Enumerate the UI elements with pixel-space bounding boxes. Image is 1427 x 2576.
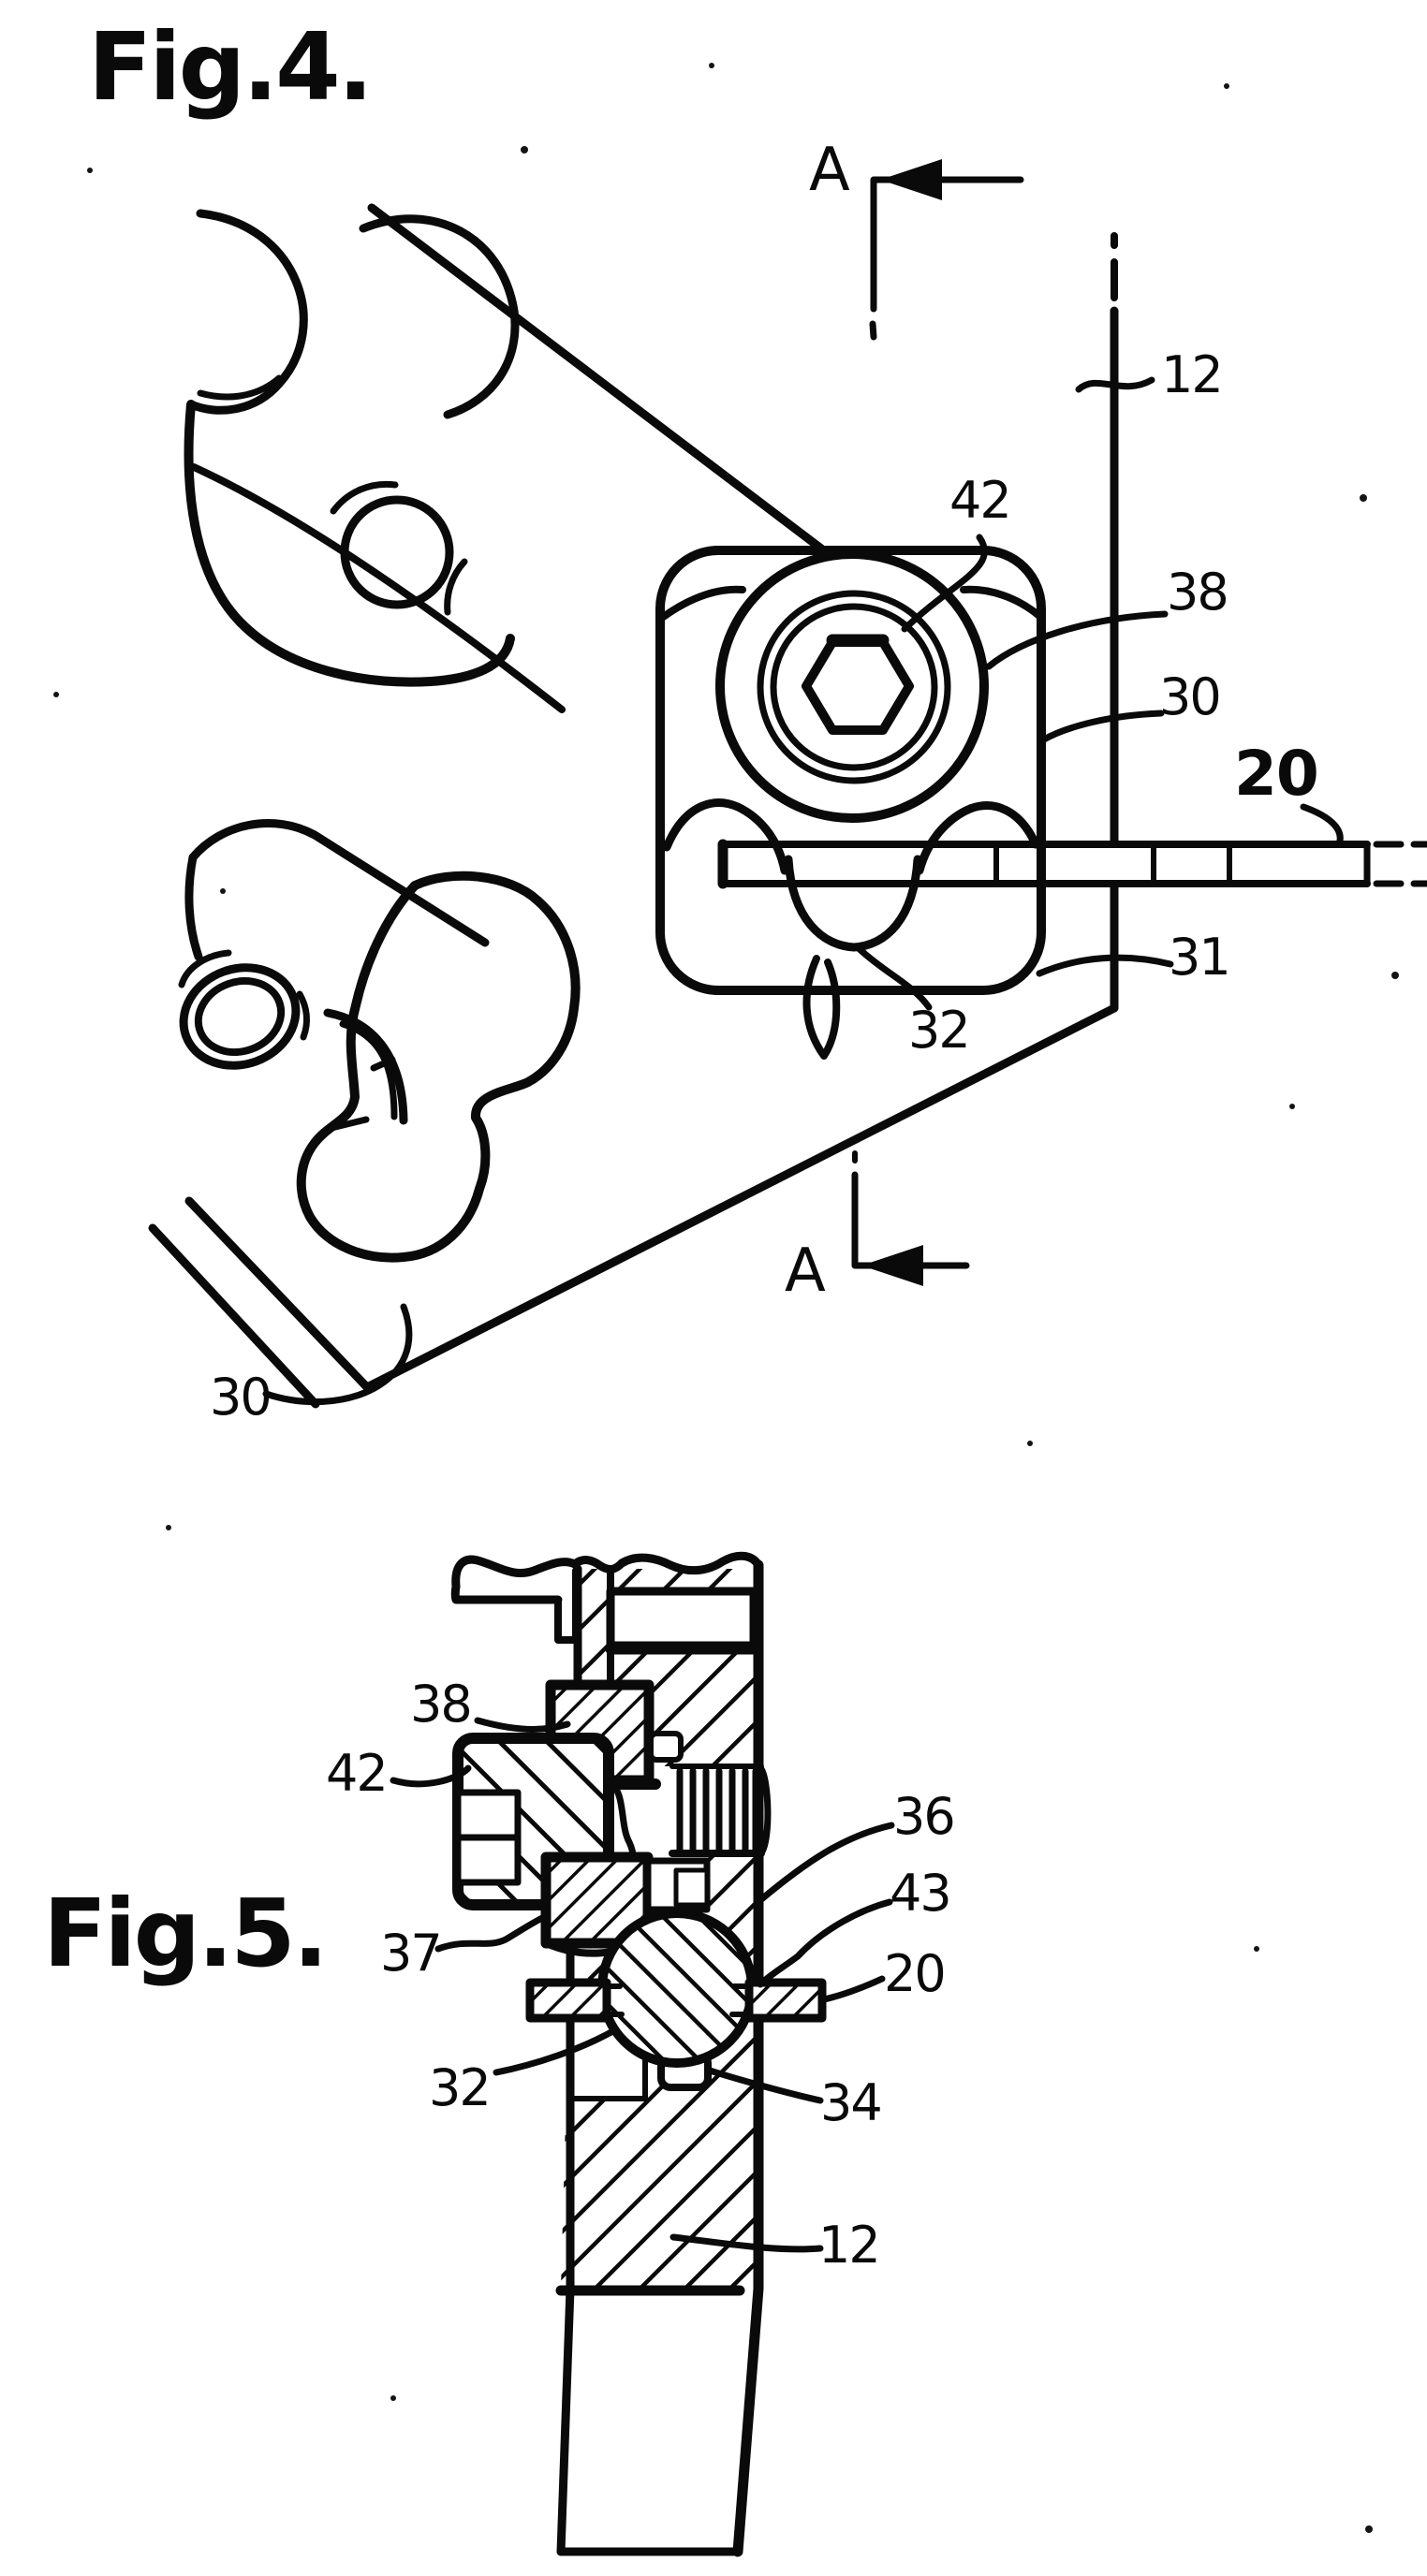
figure5-ref-34: 34 [820, 2073, 883, 2132]
plate-edge [148, 232, 1119, 1409]
figure5-ref-36: 36 [893, 1787, 956, 1846]
figure5-ref-42: 42 [326, 1744, 389, 1803]
clamp-bowtie [296, 871, 581, 1263]
figure5-leaders [390, 1717, 895, 2253]
figure4-leaders [262, 376, 1344, 1406]
holder-pocket [606, 1587, 758, 1650]
figure4-ref-31: 31 [1169, 928, 1231, 987]
bar-tabs [525, 1978, 827, 2023]
upper-pocket-block [184, 203, 826, 713]
figure4-ref-12: 12 [1161, 345, 1224, 404]
washer-circle [715, 549, 989, 823]
paper-noise [53, 63, 1399, 2533]
threaded-shank [669, 1764, 772, 1857]
figure4-drawing [148, 159, 1427, 1409]
figure4-ref-32: 32 [908, 1001, 971, 1060]
arrowhead-left-icon [880, 159, 942, 200]
lower-pocket-block [178, 819, 581, 1263]
hex-socket [802, 637, 914, 735]
figure4-ref-38: 38 [1167, 563, 1229, 622]
figure5-ref-38: 38 [410, 1675, 473, 1734]
figure5-ref-32: 32 [429, 2058, 492, 2117]
bar-20 [717, 839, 1427, 889]
figure4-title: Fig.4. [88, 12, 374, 122]
figure4-section-label-bottom: A [785, 1237, 826, 1306]
figure4-ref-42: 42 [949, 471, 1012, 530]
section-arrow-bottom [851, 1150, 970, 1286]
figure5-drawing [390, 1551, 895, 2557]
oval-hole [179, 963, 301, 1070]
figure5-ref-12: 12 [818, 2216, 881, 2275]
figure5-ref-43: 43 [890, 1864, 952, 1923]
figure4-ref-30-lower: 30 [210, 1368, 272, 1427]
figure5-ref-20: 20 [884, 1944, 947, 2003]
figure4-section-label-top: A [809, 136, 850, 205]
figure4-ref-30-upper: 30 [1159, 667, 1222, 726]
section-arrow-top [869, 159, 1024, 341]
ball-section [597, 1909, 757, 2068]
figure4-ref-20: 20 [1234, 738, 1319, 810]
clamp-block [655, 546, 1046, 1060]
figure5-title: Fig.5. [43, 1879, 329, 1988]
bolt-head-circle [757, 590, 951, 784]
arrowhead-left-icon [861, 1245, 923, 1286]
bolt-sphere [784, 855, 922, 952]
figure5-ref-37: 37 [380, 1924, 443, 1983]
